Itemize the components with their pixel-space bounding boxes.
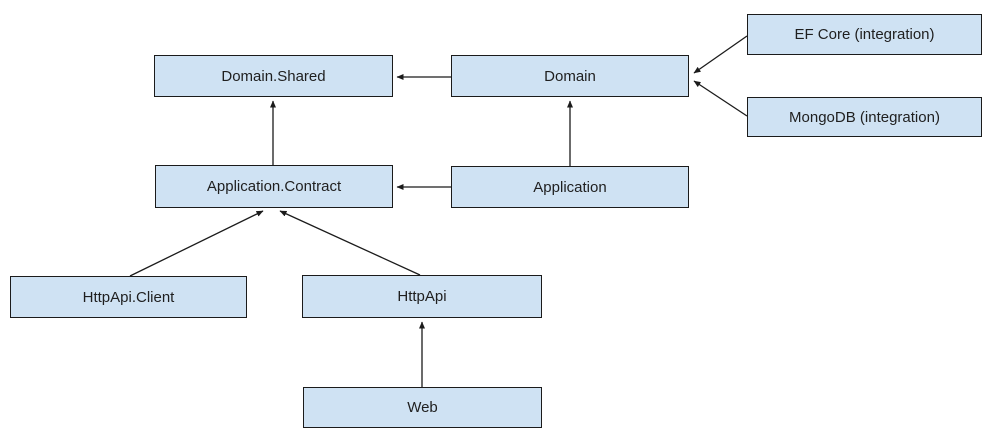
node-web-label: Web bbox=[407, 399, 438, 416]
edge-efcore-to-domain bbox=[693, 35, 748, 74]
edge-mongodb-to-domain bbox=[693, 80, 748, 117]
edge-httpapi-client-to-app-contract bbox=[129, 210, 264, 277]
node-application-contract: Application.Contract bbox=[155, 165, 393, 208]
node-domain-shared-label: Domain.Shared bbox=[221, 67, 326, 85]
node-mongodb-integration-label: MongoDB (integration) bbox=[789, 108, 940, 126]
node-web: Web bbox=[303, 387, 542, 428]
node-efcore-integration-label: EF Core (integration) bbox=[794, 26, 935, 43]
node-httpapi-client-label: HttpApi.Client bbox=[82, 288, 175, 306]
node-httpapi-label: HttpApi bbox=[397, 288, 447, 305]
node-mongodb-integration: MongoDB (integration) bbox=[747, 97, 982, 137]
node-domain-label: Domain bbox=[544, 67, 596, 85]
node-httpapi: HttpApi bbox=[302, 275, 542, 318]
node-httpapi-client: HttpApi.Client bbox=[10, 276, 247, 318]
edge-httpapi-to-app-contract bbox=[279, 210, 421, 276]
node-application-contract-label: Application.Contract bbox=[206, 178, 342, 195]
node-efcore-integration: EF Core (integration) bbox=[747, 14, 982, 55]
node-domain: Domain bbox=[451, 55, 689, 97]
node-application: Application bbox=[451, 166, 689, 208]
node-application-label: Application bbox=[533, 178, 607, 196]
node-domain-shared: Domain.Shared bbox=[154, 55, 393, 97]
